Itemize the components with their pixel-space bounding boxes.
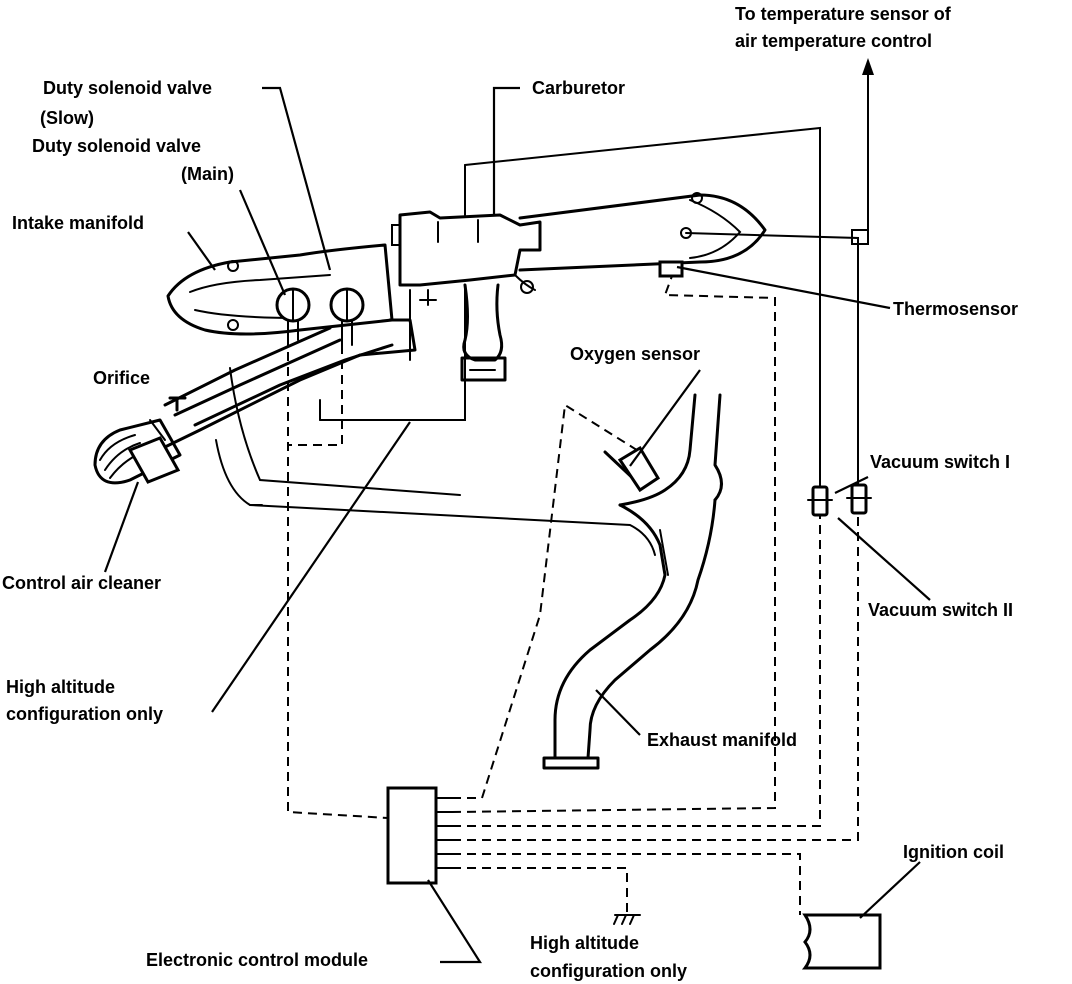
vacuum-switch-2 (807, 485, 833, 517)
label-temp-sensor-line2: air temperature control (735, 31, 932, 51)
label-vacuum-switch-2: Vacuum switch II (868, 600, 1013, 620)
label-orifice: Orifice (93, 368, 150, 388)
carburetor (391, 210, 542, 382)
label-duty-slow-line1: Duty solenoid valve (43, 78, 212, 98)
label-thermosensor: Thermosensor (893, 299, 1018, 319)
label-duty-main-line2: (Main) (181, 164, 234, 184)
duty-solenoid-valve-slow (329, 287, 365, 346)
label-control-air-cleaner: Control air cleaner (2, 573, 161, 593)
label-ignition-coil: Ignition coil (903, 842, 1004, 862)
air-intake-duct (518, 192, 767, 273)
label-oxygen-sensor: Oxygen sensor (570, 344, 700, 364)
label-temp-sensor-line1: To temperature sensor of (735, 4, 952, 24)
electronic-control-module (386, 786, 453, 885)
ecm-wiring (287, 275, 859, 915)
label-carburetor: Carburetor (532, 78, 625, 98)
vacuum-hose-lines (215, 69, 869, 556)
label-duty-main-line1: Duty solenoid valve (32, 136, 201, 156)
oxygen-sensor (603, 445, 661, 493)
air-hose (149, 318, 417, 449)
label-exhaust-manifold: Exhaust manifold (647, 730, 797, 750)
label-high-alt-bottom-line1: High altitude (530, 933, 639, 953)
vacuum-switch-1 (846, 483, 872, 515)
orifice (168, 396, 187, 412)
ground-symbol (613, 914, 641, 925)
thermosensor (658, 260, 684, 278)
label-ecm: Electronic control module (146, 950, 368, 970)
label-intake-manifold: Intake manifold (12, 213, 144, 233)
temperature-sensor-arrow (862, 58, 874, 75)
label-high-alt-bottom-line2: configuration only (530, 961, 687, 981)
label-high-alt-left-line2: configuration only (6, 704, 163, 724)
label-duty-slow-line2: (Slow) (40, 108, 94, 128)
leader-lines (103, 86, 931, 964)
exhaust-manifold (542, 393, 723, 770)
intake-manifold (166, 243, 394, 336)
ignition-coil (801, 913, 882, 970)
label-vacuum-switch-1: Vacuum switch I (870, 452, 1010, 472)
label-high-alt-left-line1: High altitude (6, 677, 115, 697)
control-air-cleaner (93, 418, 182, 485)
